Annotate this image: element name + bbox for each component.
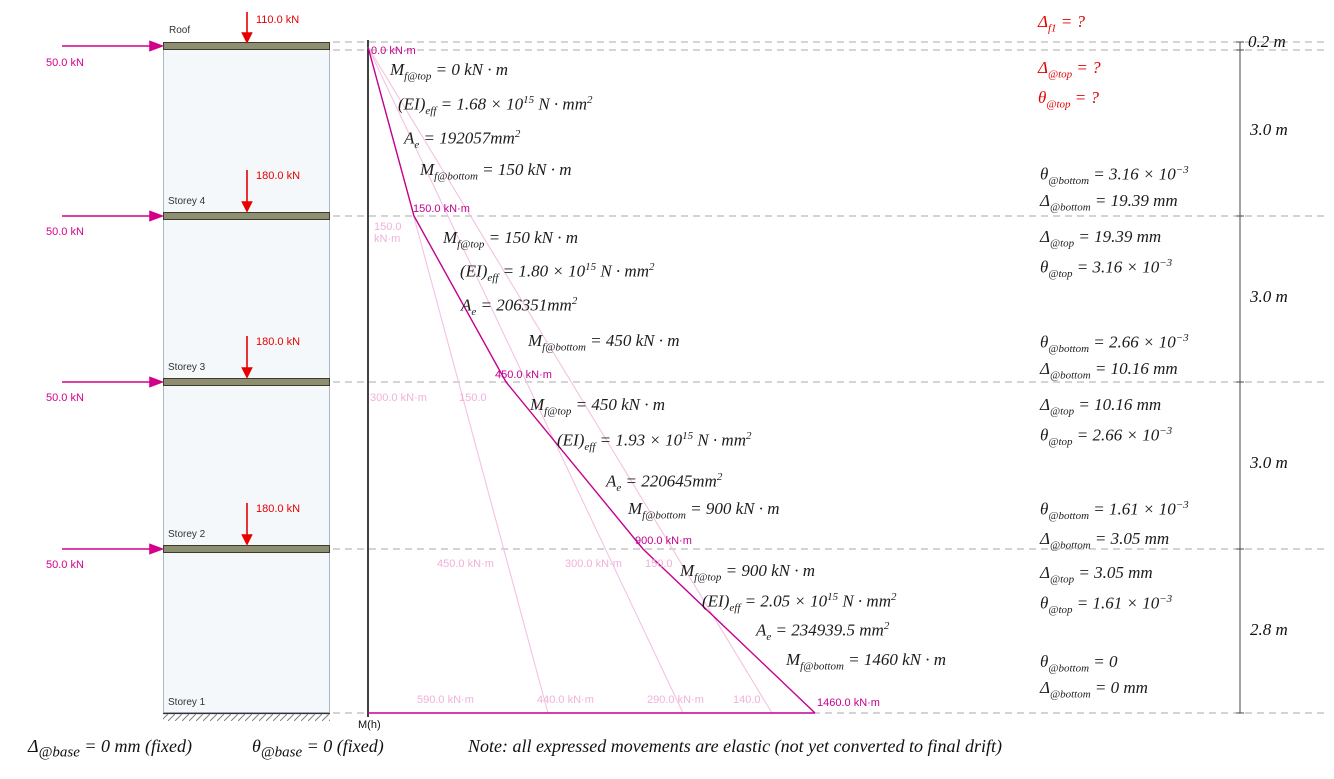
moment-node-label-1460: 1460.0 kN·m xyxy=(817,697,880,709)
gravity-load-arrows xyxy=(241,12,253,546)
gravity-load-label-storey3: 180.0 kN xyxy=(256,336,301,348)
storey4-delta-bottom-value: Δ@bottom = 19.39 mm xyxy=(1040,191,1178,214)
storey3-ei-formula: (EI)eff = 1.80 × 1015 N · mm2 xyxy=(460,261,655,285)
storey1-ei-formula: (EI)eff = 2.05 × 1015 N · mm2 xyxy=(702,591,897,615)
storey2-delta-bottom-value: Δ@bottom = 3.05 mm xyxy=(1040,529,1170,552)
dimension-storey4: 3.0 m xyxy=(1250,120,1288,139)
storey2-ae-formula: Ae = 220645mm2 xyxy=(606,471,723,495)
storey3-delta-top-value: Δ@top = 19.39 mm xyxy=(1040,227,1162,250)
elastic-note: Note: all expressed movements are elasti… xyxy=(468,736,1003,756)
storey1-delta-top-value: Δ@top = 3.05 mm xyxy=(1040,563,1153,586)
gravity-load-label-roof: 110.0 kN xyxy=(256,14,300,26)
storey2-mbottom-formula: Mf@bottom = 900 kN · m xyxy=(628,499,780,522)
storey4-mtop-formula: Mf@top = 0 kN · m xyxy=(390,60,509,83)
fixed-base-hatch xyxy=(163,712,330,721)
component-moment-label-base-140: 140.0 xyxy=(733,694,761,706)
lateral-load-arrows xyxy=(62,40,165,555)
moment-node-label-150: 150.0 kN·m xyxy=(413,203,470,215)
component-moment-label-s2-150: 150.0 xyxy=(645,558,673,570)
component-moment-label-s2-300: 300.0 kN·m xyxy=(565,558,622,570)
level-dashed-lines xyxy=(333,41,1326,714)
component-moment-label-s4-150: 150.0 kN·m xyxy=(374,221,402,246)
component-moment-label-base-290: 290.0 kN·m xyxy=(647,694,704,706)
base-delta-condition: Δ@base = 0 mm (fixed) xyxy=(28,736,192,761)
component-moment-label-base-590: 590.0 kN·m xyxy=(417,694,474,706)
base-theta-condition: θ@base = 0 (fixed) xyxy=(252,736,384,761)
level-label-roof: Roof xyxy=(169,25,191,36)
storey1-theta-bottom-value: θ@bottom = 0 xyxy=(1040,652,1118,675)
component-moment-label-base-440: 440.0 kN·m xyxy=(537,694,594,706)
dimension-roof-slab: 0.2 m xyxy=(1248,32,1286,51)
storey4-ei-formula: (EI)eff = 1.68 × 1015 N · mm2 xyxy=(398,94,593,118)
component-moment-label-s3-300: 300.0 kN·m xyxy=(370,392,427,404)
storey3-theta-bottom-value: θ@bottom = 2.66 × 10−3 xyxy=(1040,332,1189,356)
storey1-ae-formula: Ae = 234939.5 mm2 xyxy=(756,620,890,644)
storey2-mtop-formula: Mf@top = 450 kN · m xyxy=(530,395,666,418)
dimension-storey2: 3.0 m xyxy=(1250,453,1288,472)
storey2-theta-bottom-value: θ@bottom = 1.61 × 10−3 xyxy=(1040,499,1189,523)
storey3-mtop-formula: Mf@top = 150 kN · m xyxy=(443,228,579,251)
storey2-theta-top-value: θ@top = 2.66 × 10−3 xyxy=(1040,425,1173,449)
storey4-mbottom-formula: Mf@bottom = 150 kN · m xyxy=(420,160,572,183)
component-moment-label-s2-450: 450.0 kN·m xyxy=(437,558,494,570)
moment-curve xyxy=(367,46,816,714)
level-label-storey2: Storey 2 xyxy=(168,529,206,540)
storey1-theta-top-value: θ@top = 1.61 × 10−3 xyxy=(1040,593,1173,617)
dimension-storey3: 3.0 m xyxy=(1250,287,1288,306)
moment-node-label-0: 0.0 kN·m xyxy=(371,45,416,57)
level-label-storey4: Storey 4 xyxy=(168,196,206,207)
delta-f1-unknown: Δf1 = ? xyxy=(1038,12,1086,35)
level-label-storey3: Storey 3 xyxy=(168,362,206,373)
storey4-delta-top-unknown: Δ@top = ? xyxy=(1038,58,1101,81)
lateral-load-label-storey2: 50.0 kN xyxy=(46,559,84,571)
dimension-storey1: 2.8 m xyxy=(1250,620,1288,639)
storey4-ae-formula: Ae = 192057mm2 xyxy=(404,128,521,152)
lateral-load-label-storey4: 50.0 kN xyxy=(46,226,84,238)
storey4-theta-top-unknown: θ@top = ? xyxy=(1038,88,1100,111)
dimension-line xyxy=(1236,41,1244,714)
storey1-mtop-formula: Mf@top = 900 kN · m xyxy=(680,561,816,584)
storey4-theta-bottom-value: θ@bottom = 3.16 × 10−3 xyxy=(1040,164,1189,188)
storey1-mbottom-formula: Mf@bottom = 1460 kN · m xyxy=(786,650,947,673)
lateral-load-label-roof: 50.0 kN xyxy=(46,57,84,69)
storey3-theta-top-value: θ@top = 3.16 × 10−3 xyxy=(1040,257,1173,281)
level-label-storey1: Storey 1 xyxy=(168,697,206,708)
moment-axis-label: M(h) xyxy=(358,719,381,731)
lateral-load-label-storey3: 50.0 kN xyxy=(46,392,84,404)
storey2-delta-top-value: Δ@top = 10.16 mm xyxy=(1040,395,1162,418)
component-moment-label-s3-150: 150.0 xyxy=(459,392,487,404)
moment-node-label-900: 900.0 kN·m xyxy=(635,535,692,547)
gravity-load-label-storey4: 180.0 kN xyxy=(256,170,301,182)
storey1-delta-bottom-value: Δ@bottom = 0 mm xyxy=(1040,678,1148,701)
gravity-load-label-storey2: 180.0 kN xyxy=(256,503,301,515)
storey3-ae-formula: Ae = 206351mm2 xyxy=(461,295,578,319)
storey3-delta-bottom-value: Δ@bottom = 10.16 mm xyxy=(1040,359,1178,382)
moment-node-label-450: 450.0 kN·m xyxy=(495,369,552,381)
storey2-ei-formula: (EI)eff = 1.93 × 1015 N · mm2 xyxy=(557,430,752,454)
storey3-mbottom-formula: Mf@bottom = 450 kN · m xyxy=(528,331,680,354)
